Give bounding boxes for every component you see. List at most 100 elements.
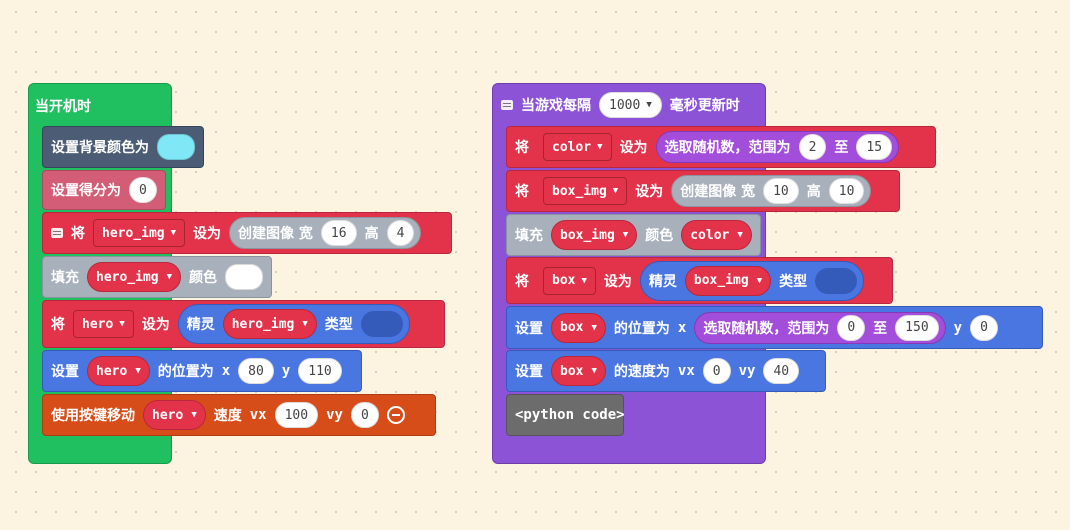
- y-input[interactable]: 0: [970, 314, 998, 341]
- set-background-label: 设置背景颜色为: [51, 140, 149, 156]
- vy-input[interactable]: 0: [350, 402, 379, 428]
- color-keyword: 颜色: [645, 228, 674, 244]
- sprite-label: 精灵: [186, 317, 215, 333]
- dropdown-caret-icon: ▼: [622, 230, 629, 240]
- vy-input[interactable]: 40: [763, 358, 800, 384]
- dropdown-caret-icon: ▼: [166, 272, 173, 282]
- image-height-input[interactable]: 4: [386, 220, 415, 246]
- sprite-kind-slot[interactable]: [360, 311, 403, 337]
- vx-input[interactable]: 0: [702, 358, 731, 384]
- variable-dropdown[interactable]: color▼: [543, 133, 612, 161]
- create-image-reporter[interactable]: 创建图像 宽 10 高 10: [671, 175, 872, 207]
- box-variable[interactable]: box▼: [551, 312, 606, 343]
- image-width-input[interactable]: 16: [320, 220, 357, 246]
- set-background-color-block[interactable]: 设置背景颜色为: [42, 126, 204, 168]
- color-variable[interactable]: color▼: [681, 220, 752, 250]
- position-label: 的位置为: [157, 364, 214, 380]
- interval-dropdown[interactable]: 1000 ▼: [599, 92, 662, 118]
- comment-icon[interactable]: [501, 100, 513, 110]
- set-label: 设置: [515, 320, 543, 337]
- variable-dropdown[interactable]: hero ▼: [73, 310, 134, 338]
- x-label: x: [221, 363, 231, 379]
- vy-label: vy: [738, 363, 756, 379]
- dropdown-caret-icon: ▼: [591, 366, 597, 376]
- set-box-sprite-block[interactable]: 将 box▼ 设为 精灵 box_img▼ 类型: [506, 257, 893, 304]
- python-code-block[interactable]: <python code>: [506, 394, 625, 436]
- box-variable[interactable]: box ▼: [551, 356, 606, 386]
- sprite-kind-slot[interactable]: [815, 267, 858, 294]
- random-label: 选取随机数，范围为: [703, 320, 830, 337]
- create-image-reporter[interactable]: 创建图像 宽 16 高 4: [229, 217, 422, 249]
- dropdown-caret-icon: ▼: [302, 319, 308, 329]
- sprite-label: 精灵: [648, 273, 677, 290]
- random-max-input[interactable]: 150: [895, 314, 939, 341]
- x-input[interactable]: 80: [238, 358, 274, 384]
- background-color-swatch[interactable]: [157, 134, 195, 160]
- variable-name: hero: [82, 316, 114, 332]
- create-image-label: 创建图像 宽: [238, 226, 313, 242]
- vx-input[interactable]: 100: [274, 402, 319, 428]
- variable-name: hero_img: [102, 225, 165, 241]
- sprite-create-reporter[interactable]: 精灵 hero_img▼ 类型: [177, 304, 410, 344]
- variable-name: box: [560, 363, 584, 379]
- sprite-create-reporter[interactable]: 精灵 box_img▼ 类型: [639, 260, 865, 301]
- move-with-buttons-block[interactable]: 使用按键移动 hero▼ 速度 vx 100 vy 0: [42, 394, 436, 436]
- set-color-block[interactable]: 将 color▼ 设为 选取随机数，范围为 2 至 15: [506, 126, 936, 168]
- remove-parameter-icon[interactable]: [386, 406, 405, 424]
- variable-name: box: [552, 273, 576, 288]
- random-number-reporter[interactable]: 选取随机数，范围为 0 至 150: [694, 311, 946, 344]
- hero-img-variable[interactable]: hero_img▼: [87, 262, 182, 292]
- variable-name: box_img: [552, 183, 607, 199]
- fill-box-img-block[interactable]: 填充 box_img▼ 颜色 color▼: [506, 214, 761, 256]
- image-width-input[interactable]: 10: [763, 178, 799, 204]
- on-start-label: 当开机时: [35, 99, 91, 115]
- box-img-variable[interactable]: box_img▼: [551, 220, 638, 250]
- set-keyword: 将: [51, 317, 65, 333]
- fill-label: 填充: [515, 228, 543, 244]
- set-box-velocity-block[interactable]: 设置 box▼ 的速度为 vx 0 vy 40: [506, 350, 826, 392]
- to-keyword: 设为: [603, 273, 632, 290]
- fill-color-swatch[interactable]: [225, 264, 264, 290]
- hero-img-variable[interactable]: hero_img ▼: [222, 309, 317, 339]
- box-img-variable[interactable]: box_img▼: [684, 265, 772, 296]
- interval-value: 1000: [609, 97, 641, 113]
- variable-name: hero_img: [231, 316, 295, 332]
- score-value-input[interactable]: 0: [129, 177, 157, 203]
- hero-variable[interactable]: hero▼: [143, 400, 206, 430]
- hero-variable[interactable]: hero▼: [87, 356, 150, 386]
- python-code-label: <python code>: [515, 407, 625, 423]
- random-label: 选取随机数，范围为: [664, 140, 791, 156]
- y-input[interactable]: 110: [298, 358, 342, 384]
- height-keyword: 高: [364, 226, 379, 242]
- dropdown-caret-icon: ▼: [756, 275, 763, 286]
- image-height-input[interactable]: 10: [828, 178, 865, 204]
- variable-dropdown[interactable]: hero_img▼: [93, 219, 186, 247]
- set-box-position-block[interactable]: 设置 box▼ 的位置为 x 选取随机数，范围为 0 至 150 y 0: [506, 306, 1043, 349]
- variable-dropdown[interactable]: box▼: [543, 266, 596, 295]
- update-interval-label: 当游戏每隔: [521, 98, 591, 114]
- random-min-input[interactable]: 0: [837, 314, 866, 341]
- vx-label: vx: [249, 407, 267, 423]
- create-image-label: 创建图像 宽: [680, 184, 756, 200]
- dropdown-caret-icon: ▼: [612, 186, 619, 196]
- variable-name: hero: [152, 407, 184, 423]
- comment-icon[interactable]: [51, 228, 63, 238]
- random-min-input[interactable]: 2: [798, 134, 827, 160]
- dropdown-caret-icon: ▼: [591, 322, 597, 333]
- fill-hero-img-block[interactable]: 填充 hero_img▼ 颜色: [42, 256, 273, 298]
- set-box-img-block[interactable]: 将 box_img▼ 设为 创建图像 宽 10 高 10: [506, 170, 900, 212]
- set-hero-position-block[interactable]: 设置 hero▼ 的位置为 x 80 y 110: [42, 350, 362, 392]
- random-number-reporter[interactable]: 选取随机数，范围为 2 至 15: [655, 131, 900, 163]
- dropdown-caret-icon: ▼: [119, 319, 125, 329]
- set-hero-sprite-block[interactable]: 将 hero▼ 设为 精灵 hero_img▼ 类型: [42, 300, 445, 348]
- set-score-block[interactable]: 设置得分为 0: [42, 170, 166, 210]
- variable-dropdown[interactable]: box_img ▼: [543, 177, 628, 205]
- dropdown-caret-icon: ▼: [737, 230, 743, 240]
- set-hero-img-block[interactable]: 将 hero_img▼ 设为 创建图像 宽 16 高 4: [42, 212, 452, 254]
- random-max-input[interactable]: 15: [856, 134, 893, 160]
- set-label: 设置: [51, 364, 79, 380]
- move-with-buttons-label: 使用按键移动: [51, 408, 135, 424]
- x-label: x: [677, 319, 687, 336]
- dropdown-caret-icon: ▼: [646, 100, 652, 110]
- set-label: 设置: [515, 364, 543, 380]
